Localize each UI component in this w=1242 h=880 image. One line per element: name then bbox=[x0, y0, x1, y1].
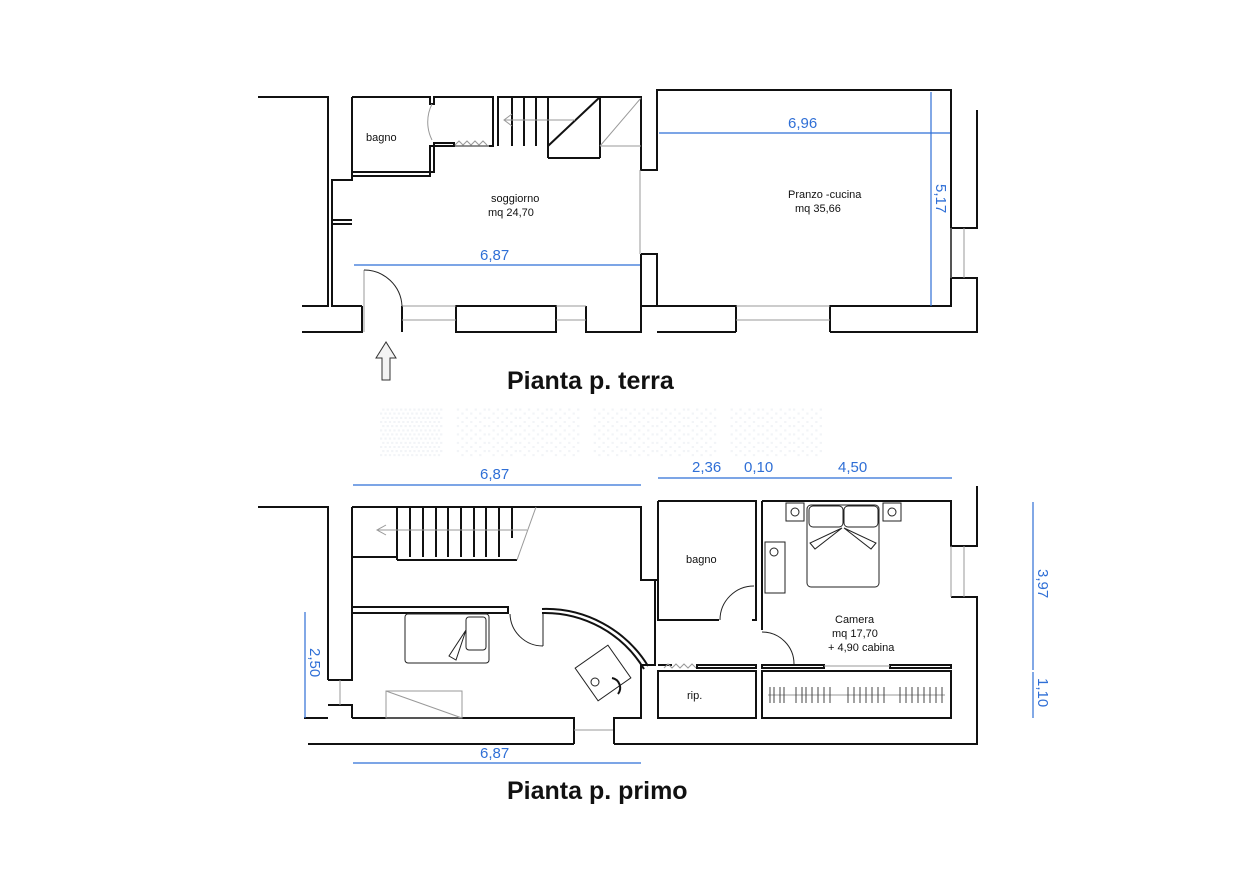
dimension-label: 3,97 bbox=[1034, 569, 1051, 598]
room-label: Camera bbox=[835, 614, 875, 626]
plan-title: Pianta p. primo bbox=[507, 777, 688, 805]
staircase bbox=[503, 96, 642, 159]
up-arrow-icon bbox=[375, 341, 397, 381]
dimension-label: 0,10 bbox=[744, 459, 773, 476]
ground-floor-plan bbox=[258, 89, 978, 381]
plan-title: Pianta p. terra bbox=[507, 367, 675, 395]
dimension-label: 6,87 bbox=[480, 745, 509, 762]
first-floor-plan bbox=[258, 477, 1034, 764]
staircase bbox=[352, 506, 537, 561]
watermark: ▒▒ ░░░░ ░░░░ ░░░ bbox=[380, 406, 823, 457]
room-label: rip. bbox=[687, 690, 702, 702]
dimension-label: 6,87 bbox=[480, 247, 509, 264]
room-label: Pranzo -cucina bbox=[788, 189, 862, 201]
dimension-label: 2,36 bbox=[692, 459, 721, 476]
dimension-label: 6,96 bbox=[788, 115, 817, 132]
dimension-label: 2,50 bbox=[306, 648, 323, 677]
wardrobe-hangers bbox=[769, 687, 943, 703]
room-label: soggiorno bbox=[491, 193, 539, 205]
dimension-label: 5,17 bbox=[932, 184, 949, 213]
dimension-label: 4,50 bbox=[838, 459, 867, 476]
room-area: mq 24,70 bbox=[488, 207, 534, 219]
room-label: bagno bbox=[686, 554, 717, 566]
room-area-extra: + 4,90 cabina bbox=[828, 642, 895, 654]
dimension-label: 6,87 bbox=[480, 466, 509, 483]
room-area: mq 17,70 bbox=[832, 628, 878, 640]
room-area: mq 35,66 bbox=[795, 203, 841, 215]
dimension-label: 1,10 bbox=[1034, 678, 1051, 707]
room-label: bagno bbox=[366, 132, 397, 144]
